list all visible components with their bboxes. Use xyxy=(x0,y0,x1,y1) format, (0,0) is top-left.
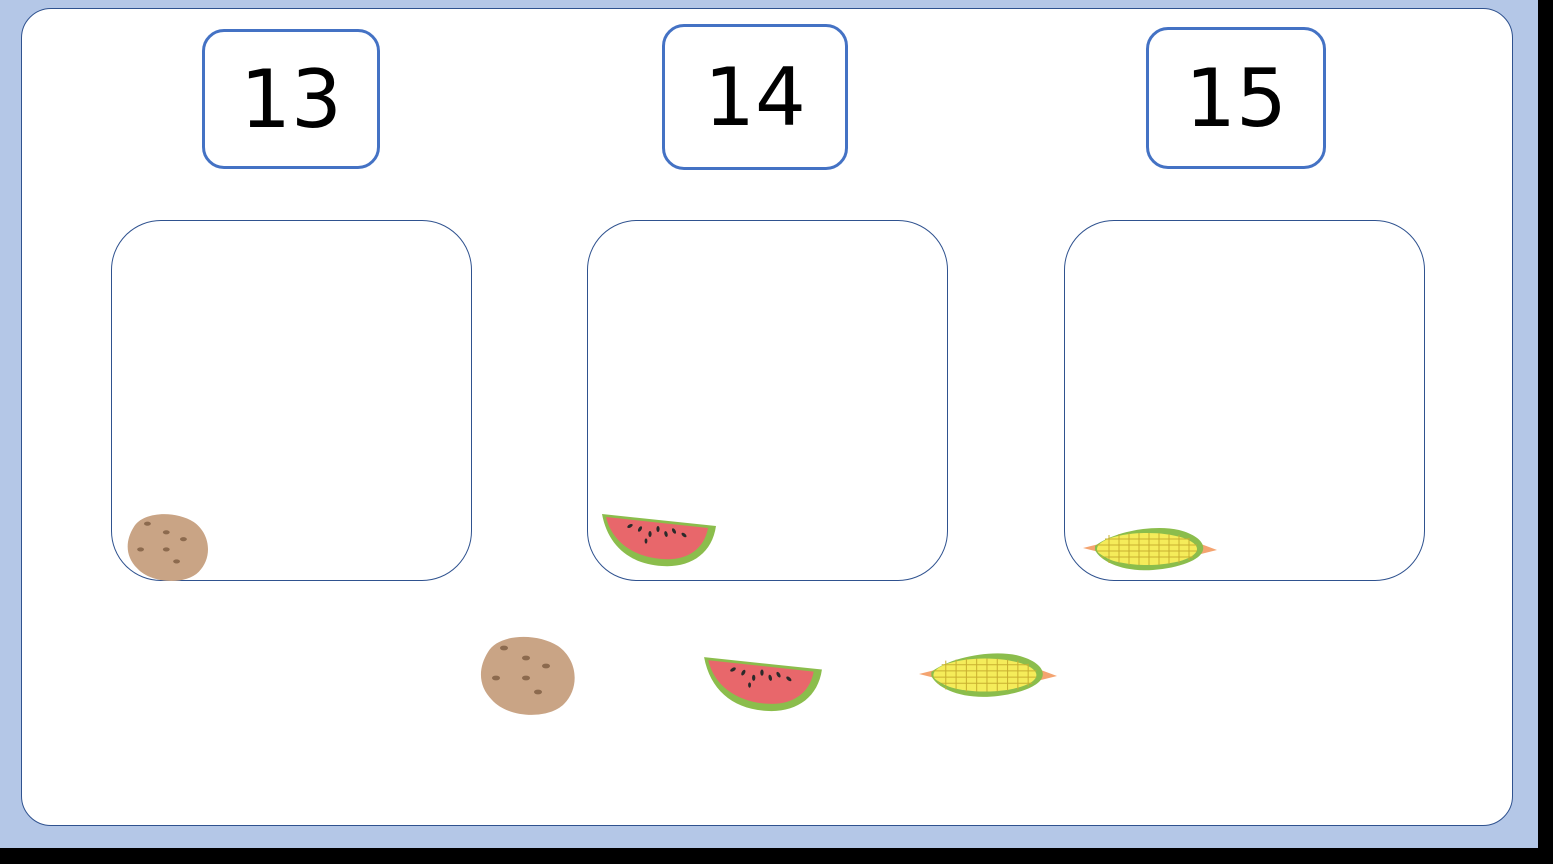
watermelon-slice-icon[interactable] xyxy=(600,512,718,568)
number-card-14[interactable]: 14 xyxy=(662,24,848,170)
corn-cob-icon[interactable] xyxy=(1083,524,1217,572)
drop-box-15[interactable] xyxy=(1064,220,1425,581)
potato-icon[interactable] xyxy=(478,632,578,716)
number-card-15[interactable]: 15 xyxy=(1146,27,1326,169)
watermelon-slice-icon[interactable] xyxy=(702,655,824,713)
number-card-13[interactable]: 13 xyxy=(202,29,380,169)
corn-cob-icon[interactable] xyxy=(919,649,1057,699)
potato-icon[interactable] xyxy=(125,510,211,582)
